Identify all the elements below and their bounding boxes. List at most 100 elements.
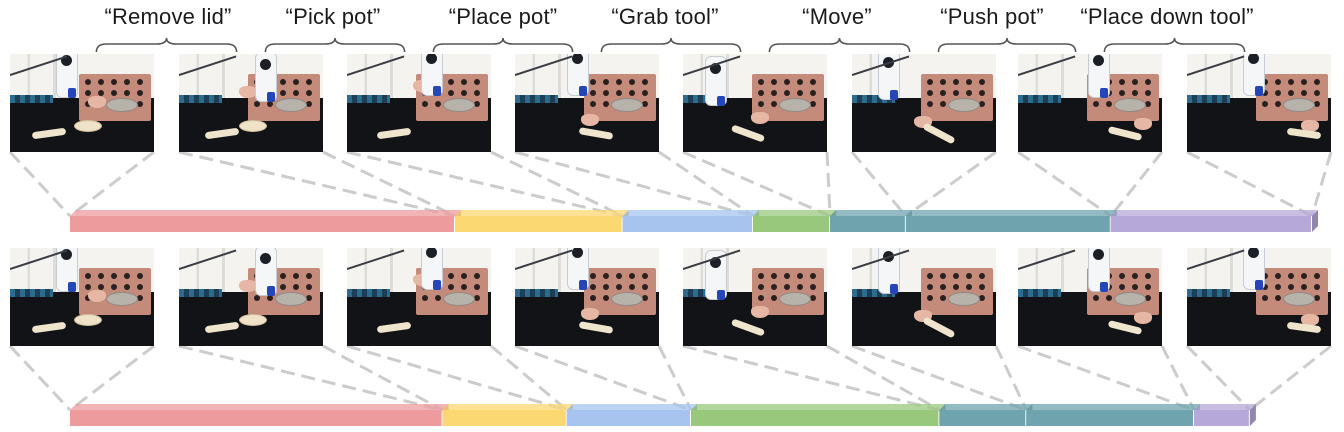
peg-hole [448,89,455,96]
peg-hole [758,78,765,85]
bar-top-pick_pot [442,404,573,410]
robot-gripper [579,86,587,96]
robot-arm [56,248,78,292]
peg-hole [927,78,934,85]
peg-hole [1145,78,1152,85]
peg-hole [642,78,649,85]
small-pot [581,114,599,126]
peg-hole [758,294,765,301]
peg-hole [280,283,287,290]
keyframe-move [683,54,827,152]
frame-connector [1109,151,1164,217]
peg-hole [1132,89,1139,96]
peg-hole [280,272,287,279]
peg-hole [642,89,649,96]
bar-top-place_down_tool [1110,210,1318,216]
peg-hole [280,78,287,85]
peg-hole [461,272,468,279]
bar-top-remove_lid [70,210,462,216]
peg-hole [1314,100,1321,107]
peg-hole [474,89,481,96]
keyframe-place-pot [347,248,491,346]
peg-hole [979,283,986,290]
bar-top-pick_pot [455,210,629,216]
peg-hole [124,89,131,96]
peg-hole [1288,272,1295,279]
frame-mat [852,289,896,297]
peg-hole [979,272,986,279]
peg-hole [1275,89,1282,96]
peg-hole [98,272,105,279]
robot-arm [1243,248,1265,290]
frame-connector [825,151,832,217]
peg-hole [642,294,649,301]
peg-hole [448,283,455,290]
peg-hole [137,283,144,290]
peg-hole [979,78,986,85]
frame-connector [322,150,456,218]
peg-hole [306,100,313,107]
small-pot [1134,312,1152,324]
phase-label: “Remove lid” [104,4,232,29]
frame-mat [683,289,727,297]
segment-move [939,410,1026,426]
peg-hole [590,294,597,301]
small-pot [751,112,769,124]
peg-hole [771,78,778,85]
large-pot [611,98,643,112]
peg-hole [1145,294,1152,301]
large-pot [948,98,980,112]
peg-hole [784,78,791,85]
small-pot [1301,314,1319,326]
peg-hole [771,272,778,279]
peg-hole [1262,100,1269,107]
peg-hole [1132,78,1139,85]
peg-hole [953,89,960,96]
peg-hole [966,283,973,290]
phase-label: “Move” [802,4,872,29]
frame-connector [346,344,568,412]
peg-hole [1106,100,1113,107]
bar-top-move [830,210,912,216]
pot-lid [239,314,267,326]
pot-lid [74,314,102,326]
frame-connector [514,344,692,412]
segment-push_pot [905,216,1110,232]
large-pot [275,98,307,112]
frame-mat [852,95,896,103]
robot-arm [421,54,443,96]
peg-hole [1275,283,1282,290]
peg-hole [461,78,468,85]
frame-connector [8,150,72,218]
frame-mat [1187,95,1231,103]
frame-connector [346,150,624,218]
keyframe-end [1187,54,1331,152]
peg-hole [1288,78,1295,85]
large-pot [106,292,138,306]
peg-hole [758,272,765,279]
peg-hole [966,272,973,279]
peg-hole [940,100,947,107]
peg-hole [98,78,105,85]
frame-connector [826,344,941,412]
peg-hole [1145,283,1152,290]
robot-arm [705,250,727,300]
peg-hole [293,283,300,290]
frame-mat [179,289,223,297]
peg-hole [797,283,804,290]
frame-mat [347,95,391,103]
large-pot [611,292,643,306]
keyframe-place-down-tool [1018,248,1162,346]
peg-hole [1119,89,1126,96]
peg-hole [1145,100,1152,107]
peg-hole [137,78,144,85]
peg-hole [111,272,118,279]
peg-hole [1275,294,1282,301]
robot-gripper [267,92,275,102]
peg-hole [810,78,817,85]
peg-hole [590,272,597,279]
frame-connector [1017,150,1112,218]
robot-gripper [68,282,76,292]
pegboard [1256,267,1329,315]
